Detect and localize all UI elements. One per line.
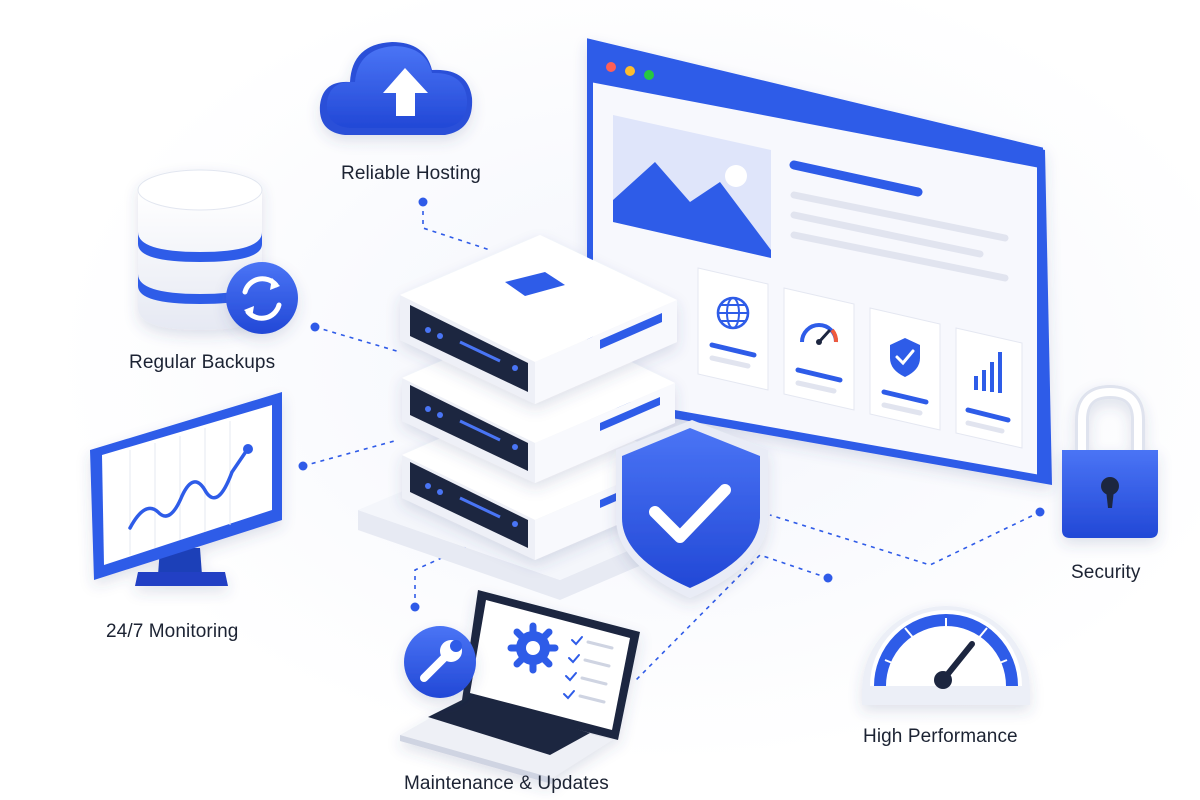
connector-backups (314, 326, 401, 353)
wrench-icon (404, 626, 476, 698)
label-monitoring: 24/7 Monitoring (106, 621, 239, 642)
dot-maintenance (410, 602, 420, 612)
connector-monitoring (302, 439, 399, 467)
monitor-chart-icon (90, 392, 282, 586)
connector-dots (298, 197, 1045, 612)
dot-hosting (418, 197, 428, 207)
padlock-icon (1062, 384, 1158, 538)
feature-card-shield (869, 307, 941, 431)
label-security: Security (1071, 562, 1141, 583)
browser-window-icon (587, 38, 1052, 485)
checklist-icon (563, 636, 614, 704)
dot-monitoring (298, 461, 308, 471)
connector-performance (635, 554, 829, 681)
connector-maintenance (414, 544, 471, 607)
shield-check-icon (616, 420, 768, 598)
laptop-icon (400, 590, 640, 784)
sync-icon (226, 262, 298, 334)
dot-security (1035, 507, 1045, 517)
label-maintenance-updates: Maintenance & Updates (404, 773, 609, 794)
feature-card-bar-chart (955, 327, 1023, 449)
connector-hosting (422, 202, 491, 251)
connector-lines (302, 202, 1041, 681)
dot-backups (310, 322, 320, 332)
cloud-upload-icon (319, 42, 473, 135)
image-placeholder-icon (613, 115, 771, 258)
gear-icon (507, 622, 559, 674)
label-reliable-hosting: Reliable Hosting (341, 163, 481, 184)
label-high-performance: High Performance (863, 726, 1018, 747)
feature-card-speedometer (783, 287, 855, 411)
connector-security (769, 511, 1041, 566)
server-unit-1 (400, 235, 677, 404)
label-regular-backups: Regular Backups (129, 352, 276, 373)
gauge-icon (862, 606, 1030, 705)
dot-performance (823, 573, 833, 583)
server-rack-icon (358, 235, 700, 600)
feature-card-globe (697, 267, 769, 391)
